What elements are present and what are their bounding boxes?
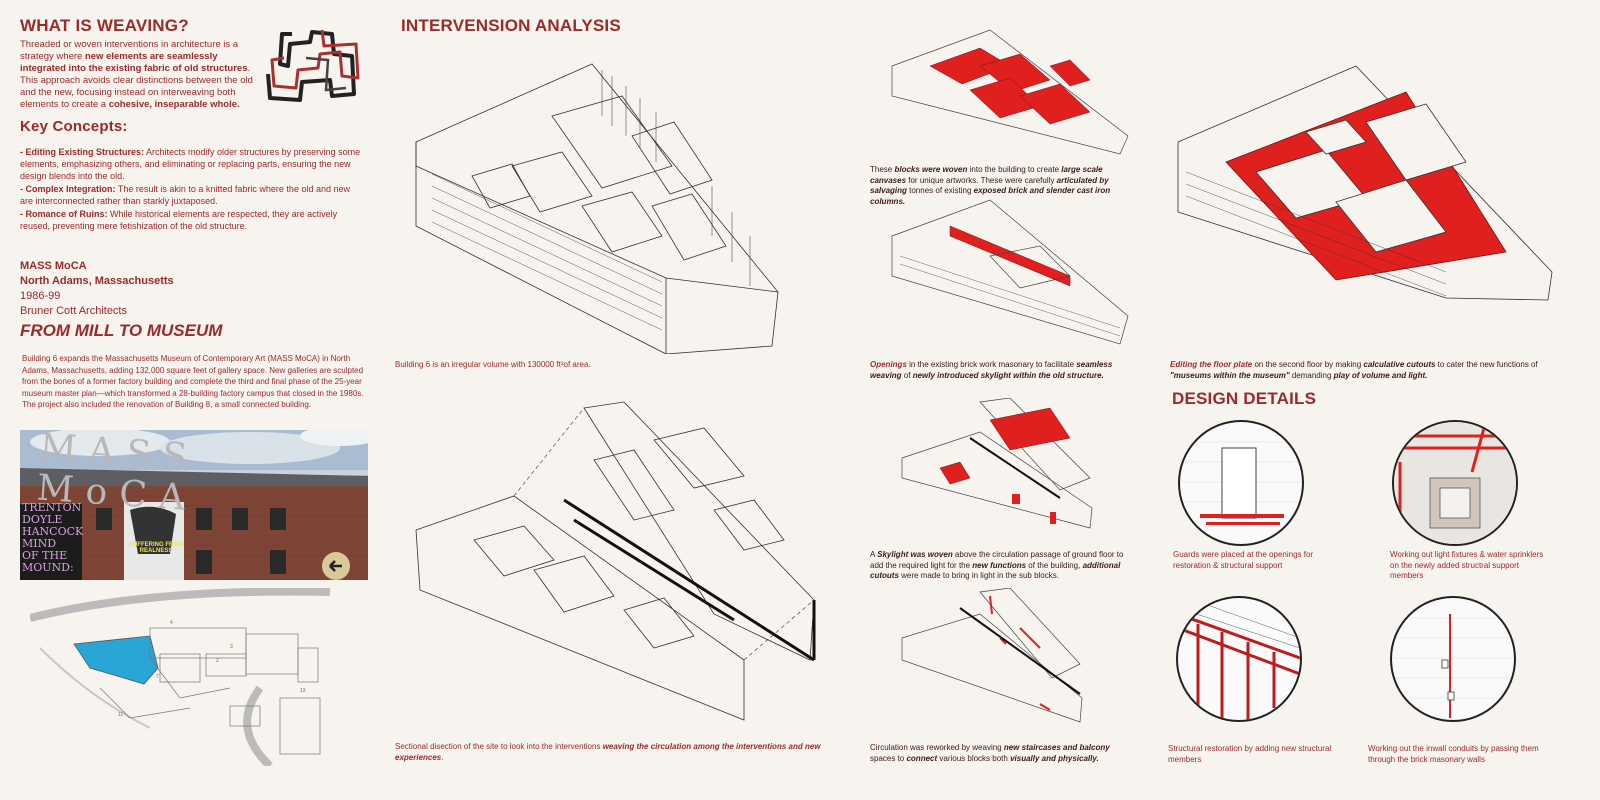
caption-guards: Guards were placed at the openings for r… [1173, 550, 1314, 570]
caption-structural-restoration: Structural restoration by adding new str… [1168, 744, 1332, 764]
svg-text:3: 3 [230, 644, 233, 650]
svg-text:11: 11 [118, 712, 123, 718]
photo-banner: TRENTON DOYLE HANCOCK MIND OF THE MOUND: [22, 501, 84, 574]
caption-skylight: A Skylight was woven above the circulati… [870, 550, 1124, 580]
mass-moca-photo: MASS MoCA TRENTON DOYLE HANCOCK MIND OF … [20, 430, 368, 580]
weaving-section: WHAT IS WEAVING? Threaded or woven inter… [20, 16, 265, 111]
detail-structural-restoration [1176, 596, 1302, 722]
project-architect: Bruner Cott Architects [20, 305, 127, 317]
site-map: 4 3 2 7 13 11 [30, 588, 360, 766]
caption-section: Sectional disection of the site to look … [395, 742, 821, 762]
blocks-axonometric [890, 26, 1130, 156]
concept-item: - Editing Existing Structures: Architect… [20, 147, 361, 181]
key-concepts-section: Key Concepts: - Editing Existing Structu… [20, 118, 365, 233]
mill-title: FROM MILL TO MUSEUM [20, 321, 223, 340]
woven-scribble-icon [262, 24, 366, 106]
openings-axonometric [890, 196, 1130, 346]
intervention-title: INTERVENSION ANALYSIS [401, 16, 621, 35]
skylight-axonometric [900, 398, 1095, 530]
key-concepts-title: Key Concepts: [20, 118, 128, 135]
design-details-title: DESIGN DETAILS [1172, 389, 1317, 408]
detail-light-fixtures [1392, 420, 1518, 546]
project-location: North Adams, Massachusetts [20, 275, 174, 287]
mill-text: Building 6 expands the Massachusetts Mus… [22, 354, 364, 409]
project-name: MASS MoCA [20, 260, 87, 272]
caption-light-fixtures: Working out light fixtures & water sprin… [1390, 550, 1544, 580]
weaving-title: WHAT IS WEAVING? [20, 16, 189, 35]
project-info: MASS MoCA North Adams, Massachusetts 198… [20, 259, 270, 319]
weaving-text: Threaded or woven interventions in archi… [20, 39, 253, 110]
detail-guards [1178, 420, 1304, 546]
svg-text:2: 2 [216, 658, 219, 664]
concept-item: - Romance of Ruins: While historical ele… [20, 209, 338, 231]
photo-poster-text: SUFFERING FROM REALNESS [129, 542, 183, 554]
caption-floorplate: Editing the floor plate on the second fl… [1170, 360, 1538, 380]
caption-inwall-conduits: Working out the inwall conduits by passi… [1368, 744, 1539, 764]
caption-openings: Openings in the existing brick work maso… [870, 360, 1113, 380]
circulation-axonometric [900, 588, 1085, 728]
caption-circulation: Circulation was reworked by weaving new … [870, 743, 1110, 763]
caption-blocks: These blocks were woven into the buildin… [870, 165, 1111, 206]
project-years: 1986-99 [20, 290, 61, 302]
caption-building6: Building 6 is an irregular volume with 1… [395, 360, 591, 369]
svg-text:4: 4 [170, 620, 173, 626]
svg-text:13: 13 [300, 688, 306, 694]
detail-inwall-conduits [1390, 596, 1516, 722]
svg-text:7: 7 [156, 674, 159, 680]
mill-section: FROM MILL TO MUSEUM Building 6 expands t… [20, 321, 365, 411]
section-axonometric [414, 400, 824, 730]
building6-axonometric [412, 56, 790, 354]
concept-item: - Complex Integration: The result is aki… [20, 184, 350, 206]
floorplate-axonometric [1176, 62, 1556, 302]
